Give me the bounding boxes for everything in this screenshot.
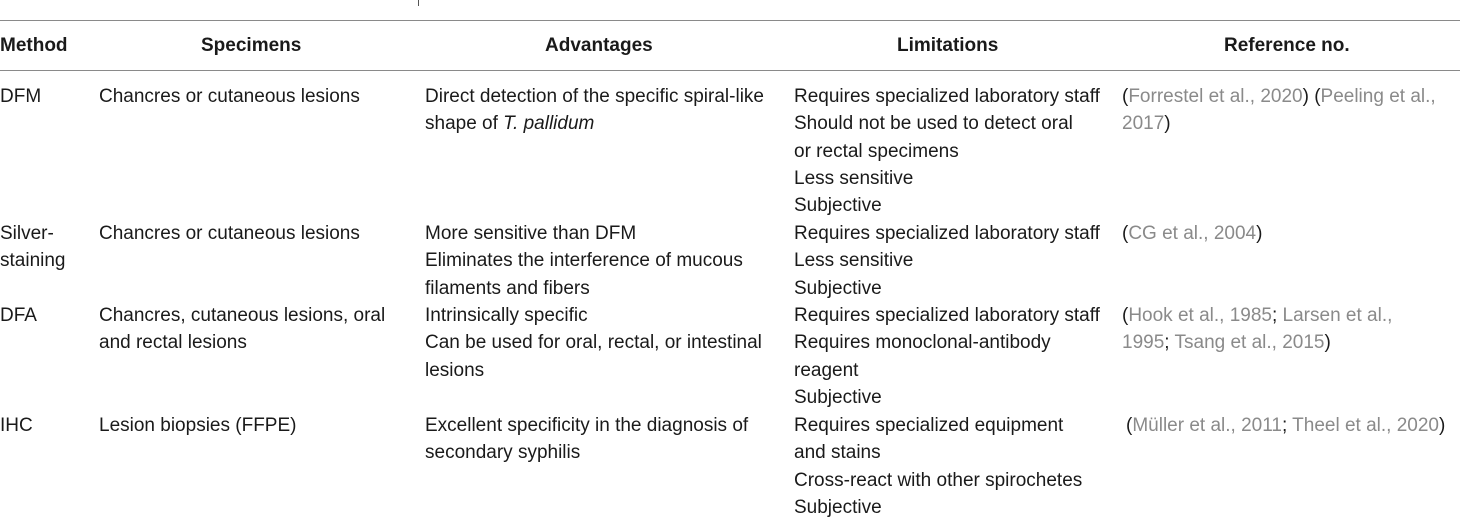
citation-link[interactable]: CG et al., 2004 xyxy=(1128,223,1257,244)
advantages-cell: Intrinsically specific Can be used for o… xyxy=(425,305,762,381)
citation-link[interactable]: Theel et al., 2020 xyxy=(1292,415,1439,436)
advantages-cell: More sensitive than DFM Eliminates the i… xyxy=(425,223,743,299)
limitations-cell: Requires specialized laboratory staff Le… xyxy=(794,223,1100,299)
table-top-rule xyxy=(0,20,1460,21)
specimens-cell: Chancres or cutaneous lesions xyxy=(99,86,360,107)
limitations-cell: Requires specialized laboratory staff Sh… xyxy=(794,86,1100,217)
citation-link[interactable]: Forrestel et al., 2020 xyxy=(1128,86,1303,107)
advantages-cell: Direct detection of the specific spiral-… xyxy=(425,86,764,135)
header-advantages: Advantages xyxy=(545,35,653,56)
specimens-cell: Chancres, cutaneous lesions, oral and re… xyxy=(99,305,386,354)
reference-cell: (CG et al., 2004) xyxy=(1122,223,1263,244)
limitations-cell: Requires specialized equipment and stain… xyxy=(794,415,1083,518)
citation-link[interactable]: 2017 xyxy=(1122,113,1165,135)
method-cell: DFM xyxy=(0,86,42,107)
organism-name: T. pallidum xyxy=(503,113,595,135)
header-specimens: Specimens xyxy=(201,35,302,56)
citation-link[interactable]: Müller et al., 2011 xyxy=(1132,415,1282,436)
method-cell: DFA xyxy=(0,305,37,326)
citation-link[interactable]: Larsen et al., xyxy=(1282,305,1393,326)
header-reference: Reference no. xyxy=(1224,35,1350,56)
specimens-cell: Chancres or cutaneous lesions xyxy=(99,223,360,244)
citation-link[interactable]: Hook et al., 1985 xyxy=(1128,305,1272,326)
citation-link[interactable]: Peeling et al., xyxy=(1320,86,1436,107)
method-cell: IHC xyxy=(0,415,33,436)
top-tick-mark xyxy=(418,0,419,6)
limitations-cell: Requires specialized laboratory staff Re… xyxy=(794,305,1100,408)
header-bottom-rule xyxy=(0,70,1460,71)
advantages-cell: Excellent specificity in the diagnosis o… xyxy=(425,415,749,464)
header-limitations: Limitations xyxy=(897,35,999,56)
reference-cell: (Hook et al., 1985; Larsen et al., 1995;… xyxy=(1122,305,1393,354)
specimens-cell: Lesion biopsies (FFPE) xyxy=(99,415,297,436)
reference-cell: (Müller et al., 2011; Theel et al., 2020… xyxy=(1126,415,1446,436)
header-method: Method xyxy=(0,35,68,56)
citation-link[interactable]: Tsang et al., 2015 xyxy=(1174,332,1325,354)
method-cell: Silver- staining xyxy=(0,223,66,272)
citation-link[interactable]: 1995 xyxy=(1122,332,1165,354)
reference-cell: (Forrestel et al., 2020) (Peeling et al.… xyxy=(1122,86,1436,135)
